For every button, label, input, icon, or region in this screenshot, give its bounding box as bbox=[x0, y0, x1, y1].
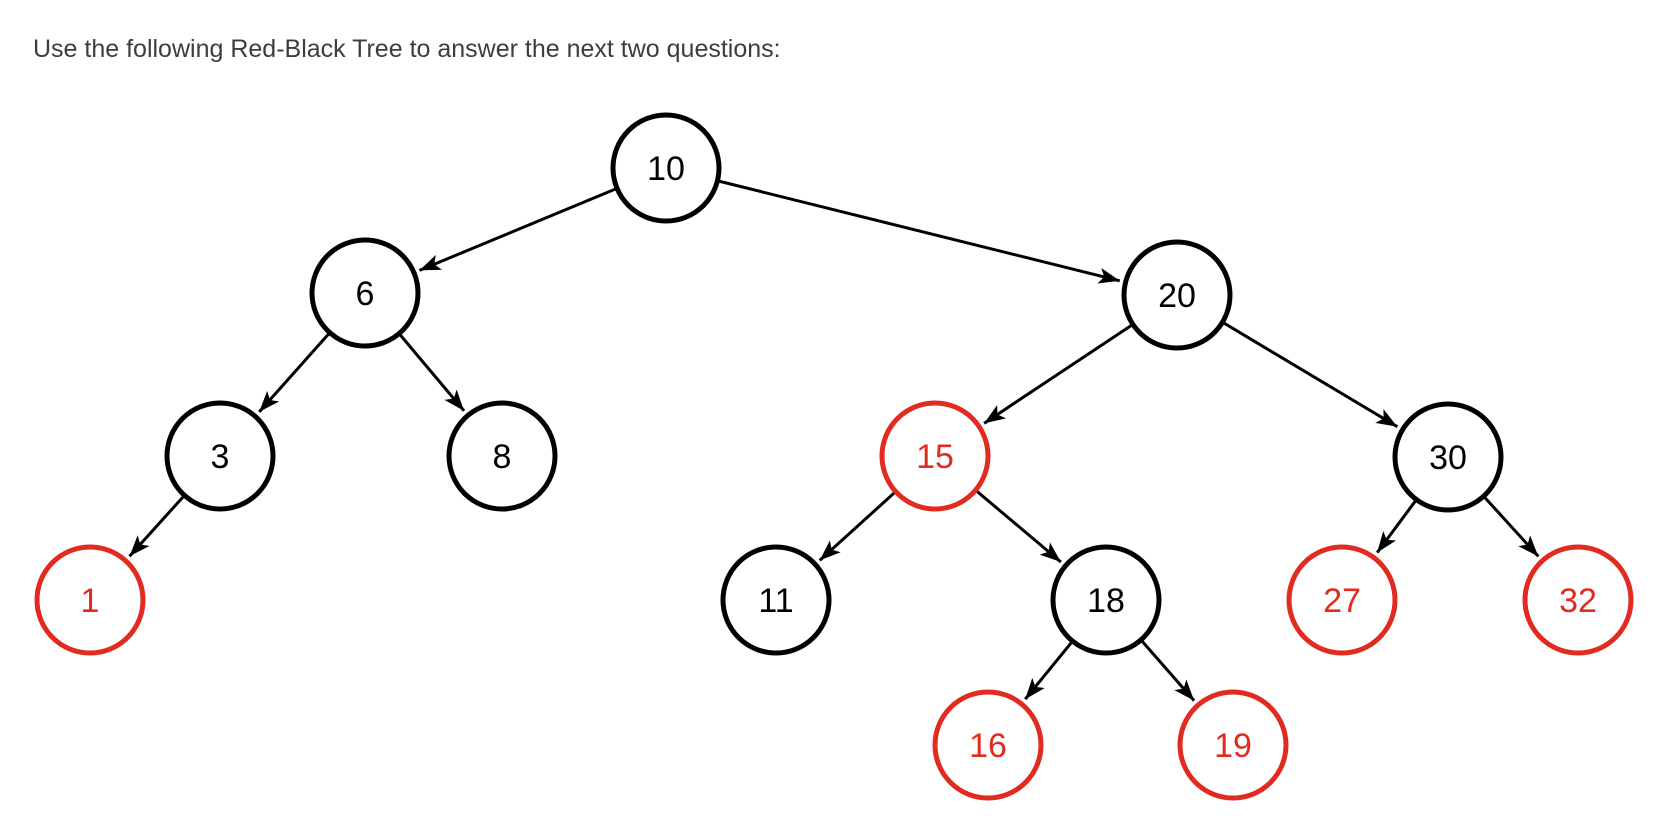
node-circle-red bbox=[1522, 544, 1634, 656]
tree-node-11: 11 bbox=[720, 544, 832, 656]
node-circle-black bbox=[1050, 544, 1162, 656]
node-label: 18 bbox=[1087, 582, 1125, 620]
node-label: 15 bbox=[916, 438, 954, 476]
node-label: 16 bbox=[969, 727, 1007, 765]
tree-node-8: 8 bbox=[446, 400, 558, 512]
tree-edge-6-3 bbox=[258, 333, 330, 413]
node-label: 27 bbox=[1323, 582, 1361, 620]
tree-edge-10-6 bbox=[418, 187, 616, 272]
tree-edge-30-32 bbox=[1483, 496, 1540, 558]
tree-node-15: 15 bbox=[879, 400, 991, 512]
question-instruction: Use the following Red-Black Tree to answ… bbox=[33, 35, 781, 63]
tree-edge-20-15 bbox=[983, 324, 1133, 425]
node-circle-black bbox=[309, 237, 421, 349]
node-label: 6 bbox=[356, 275, 375, 313]
node-circle-red bbox=[1286, 544, 1398, 656]
node-label: 30 bbox=[1429, 439, 1467, 477]
tree-edge-10-20 bbox=[719, 179, 1121, 284]
node-label: 10 bbox=[647, 150, 685, 188]
tree-node-6: 6 bbox=[309, 237, 421, 349]
node-circle-red bbox=[932, 689, 1044, 801]
tree-node-16: 16 bbox=[932, 689, 1044, 801]
node-label: 11 bbox=[758, 582, 793, 620]
tree-node-30: 30 bbox=[1392, 401, 1504, 513]
node-circle-black bbox=[1392, 401, 1504, 513]
tree-edge-18-19 bbox=[1141, 640, 1196, 702]
tree-node-32: 32 bbox=[1522, 544, 1634, 656]
tree-edge-6-8 bbox=[399, 334, 466, 412]
tree-node-3: 3 bbox=[164, 400, 276, 512]
node-circle-black bbox=[610, 112, 722, 224]
tree-node-10: 10 bbox=[610, 112, 722, 224]
tree-edge-15-11 bbox=[818, 491, 896, 562]
tree-node-20: 20 bbox=[1121, 239, 1233, 351]
node-circle-black bbox=[720, 544, 832, 656]
node-circle-black bbox=[1121, 239, 1233, 351]
node-label: 32 bbox=[1559, 582, 1597, 620]
node-label: 3 bbox=[211, 438, 230, 476]
tree-node-18: 18 bbox=[1050, 544, 1162, 656]
tree-edge-20-30 bbox=[1223, 321, 1399, 429]
node-circle-red bbox=[1177, 689, 1289, 801]
node-label: 20 bbox=[1158, 277, 1196, 315]
tree-node-27: 27 bbox=[1286, 544, 1398, 656]
tree-edge-18-16 bbox=[1024, 641, 1073, 701]
node-circle-red bbox=[34, 544, 146, 656]
node-label: 19 bbox=[1214, 727, 1252, 765]
node-circle-black bbox=[446, 400, 558, 512]
tree-edge-3-1 bbox=[128, 495, 185, 558]
tree-node-1: 1 bbox=[34, 544, 146, 656]
node-label: 8 bbox=[493, 438, 512, 476]
tree-node-19: 19 bbox=[1177, 689, 1289, 801]
node-circle-red bbox=[879, 400, 991, 512]
tree-edge-15-18 bbox=[976, 490, 1062, 564]
tree-edge-30-27 bbox=[1375, 500, 1417, 554]
node-label: 1 bbox=[81, 582, 100, 620]
node-circle-black bbox=[164, 400, 276, 512]
